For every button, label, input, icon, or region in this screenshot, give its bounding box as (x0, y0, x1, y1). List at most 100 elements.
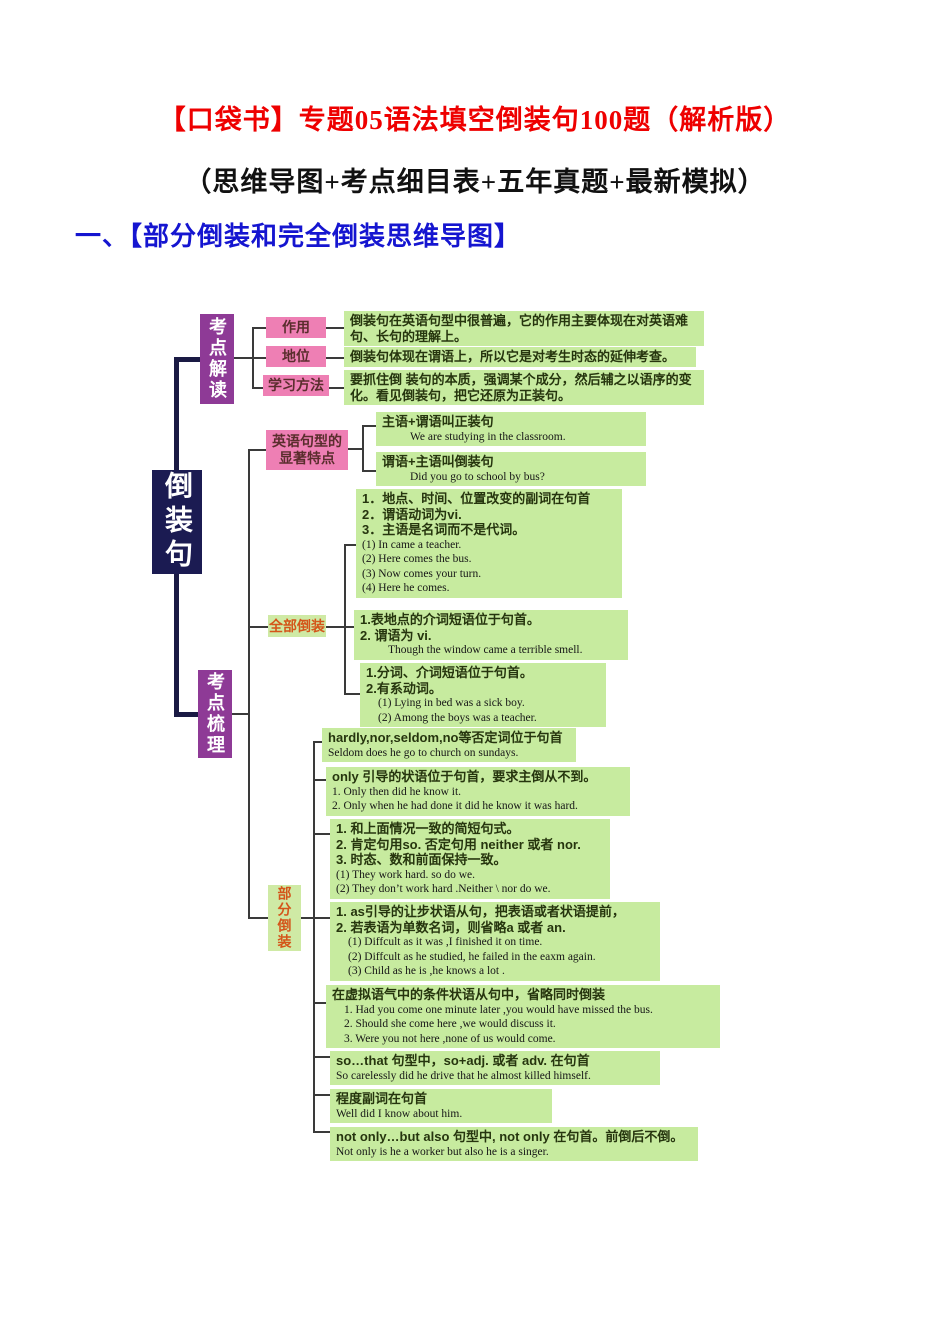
connector-line (313, 779, 326, 781)
green-box-full-inversion-participle: 1.分词、介词短语位于句首。 2.有系动词。 (1) Lying in bed … (360, 663, 606, 727)
text-line: (2) Among the boys was a teacher. (378, 711, 537, 724)
connector-line (174, 357, 179, 470)
green-box-degree-adverb: 程度副词在句首 Well did I know about him. (330, 1089, 552, 1123)
text-line: 在虚拟语气中的条件状语从句中，省略同时倒装 (332, 987, 606, 1002)
connector-line (248, 449, 250, 919)
text-line: 1.分词、介词短语位于句首。 (366, 665, 533, 680)
label-study-method: 学习方法 (263, 375, 329, 396)
text-line: (3) Child as he is ,he knows a lot . (348, 965, 505, 977)
text-line: only 引导的状语位于句首，要求主倒从不到。 (332, 769, 597, 784)
text-line: So carelessly did he drive that he almos… (336, 1069, 591, 1082)
connector-line (326, 626, 344, 628)
connector-line (232, 713, 248, 715)
green-box-function: 倒装句在英语句型中很普遍，它的作用主要体现在对英语难句、长句的理解上。 (344, 311, 704, 346)
connector-line (313, 741, 315, 1133)
connector-line (313, 1094, 330, 1096)
green-box-study-method: 要抓住倒 装句的本质，强调某个成分，然后辅之以语序的变化。看见倒装句，把它还原为… (344, 370, 704, 405)
text-line: 倒装句体现在谓语上，所以它是对考生时态的延伸考查。 (350, 349, 676, 364)
text-line: (1) Diffcult as it was ,I finished it on… (348, 936, 543, 948)
connector-line (326, 357, 344, 359)
connector-line (248, 449, 266, 451)
green-box-only: only 引导的状语位于句首，要求主倒从不到。 1. Only then did… (326, 767, 630, 816)
text-line: (1) Lying in bed was a sick boy. (378, 697, 525, 709)
label-sentence-features: 英语句型的显著特点 (266, 430, 348, 470)
connector-line (313, 741, 322, 743)
text-line: (1) They work hard. so do we. (336, 868, 476, 881)
text-line: 程度副词在句首 (336, 1091, 428, 1106)
text-line: (1) In came a teacher. (362, 538, 462, 551)
connector-line (326, 327, 344, 329)
text-line: Not only is he a worker but also he is a… (336, 1145, 549, 1158)
text-line: so…that 句型中，so+adj. 或者 adv. 在句首 (336, 1053, 590, 1068)
text-line: 2. 若表语为单数名词，则省略a 或者 an. (336, 919, 566, 935)
green-box-normal-order: 主语+谓语叫正装句 We are studying in the classro… (376, 412, 646, 446)
label-full-inversion: 全部倒装 (268, 615, 326, 637)
text-line: 1.表地点的介词短语位于句首。 (360, 612, 540, 627)
green-box-negative-words: hardly,nor,seldom,no等否定词位于句首 Seldom does… (322, 728, 576, 762)
connector-line (362, 425, 376, 427)
green-box-so-that: so…that 句型中，so+adj. 或者 adv. 在句首 So carel… (330, 1051, 660, 1085)
text-line: 2. 肯定句用so. 否定句用 neither 或者 nor. (336, 836, 581, 852)
page-subtitle: （思维导图+考点细目表+五年真题+最新模拟） (184, 167, 766, 197)
text-line: Did you go to school by bus? (410, 470, 545, 483)
green-box-subjunctive: 在虚拟语气中的条件状语从句中，省略同时倒装 1. Had you come on… (326, 985, 720, 1048)
section-heading: 一、【部分倒装和完全倒装思维导图】 (75, 221, 522, 251)
connector-line (313, 1131, 330, 1133)
text-line: (2) Diffcult as he studied, he failed in… (348, 950, 596, 963)
connector-line (174, 712, 198, 717)
green-box-so-neither: 1. 和上面情况一致的简短句式。 2. 肯定句用so. 否定句用 neither… (330, 819, 610, 899)
text-line: 谓语+主语叫倒装句 (382, 454, 494, 469)
text-line: 主语+谓语叫正装句 (382, 414, 494, 429)
connector-line (329, 387, 344, 389)
connector-line (252, 387, 263, 389)
root-node-inverted-sentence: 倒装句 (152, 470, 202, 574)
text-line: 倒装句在英语句型中很普遍，它的作用主要体现在对英语难句、长句的理解上。 (350, 313, 689, 344)
connector-line (174, 574, 179, 717)
text-line: 2．谓语动词为vi. (362, 506, 462, 522)
connector-line (248, 917, 268, 919)
text-line: 2. Should she come here ,we would discus… (344, 1018, 556, 1030)
green-box-full-inversion-prep: 1.表地点的介词短语位于句首。 2. 谓语为 vi. Though the wi… (354, 610, 628, 660)
text-line: (2) Here comes the bus. (362, 553, 472, 565)
connector-line (344, 544, 346, 694)
node-exam-points-review: 考点梳理 (198, 670, 232, 758)
text-line: Well did I know about him. (336, 1107, 463, 1120)
connector-line (362, 425, 364, 472)
text-line: 2.有系动词。 (366, 680, 442, 696)
connector-line (234, 357, 266, 359)
node-exam-points-analysis: 考点解读 (200, 314, 234, 404)
connector-line (313, 1002, 326, 1004)
green-box-as-clause: 1. as引导的让步状语从句，把表语或者状语提前， 2. 若表语为单数名词，则省… (330, 902, 660, 981)
text-line: 1. as引导的让步状语从句，把表语或者状语提前， (336, 904, 625, 919)
green-box-full-inversion-adverb: 1．地点、时间、位置改变的副词在句首 2．谓语动词为vi. 3．主语是名词而不是… (356, 489, 622, 598)
text-line: Though the window came a terrible smell. (388, 644, 583, 656)
text-line: 1．地点、时间、位置改变的副词在句首 (362, 491, 591, 506)
text-line: hardly,nor,seldom,no等否定词位于句首 (328, 730, 563, 745)
text-line: We are studying in the classroom. (410, 430, 566, 443)
connector-line (313, 1056, 330, 1058)
label-status: 地位 (266, 346, 326, 367)
connector-line (313, 833, 330, 835)
text-line: 1. 和上面情况一致的简短句式。 (336, 821, 520, 836)
connector-line (344, 693, 360, 695)
page-title: 【口袋书】专题05语法填空倒装句100题（解析版） (158, 105, 792, 135)
green-box-inverted-order: 谓语+主语叫倒装句 Did you go to school by bus? (376, 452, 646, 486)
text-line: 1. Had you come one minute later ,you wo… (344, 1003, 653, 1016)
text-line: not only…but also 句型中, not only 在句首。前倒后不… (336, 1129, 684, 1144)
connector-line (362, 470, 376, 472)
connector-line (252, 327, 254, 389)
connector-line (252, 327, 266, 329)
text-line: 要抓住倒 装句的本质，强调某个成分，然后辅之以语序的变化。看见倒装句，把它还原为… (350, 372, 692, 403)
label-partial-inversion: 部分倒装 (268, 885, 301, 951)
text-line: (3) Now comes your turn. (362, 567, 482, 580)
text-line: 2. 谓语为 vi. (360, 627, 432, 643)
connector-line (344, 626, 354, 628)
label-function: 作用 (266, 317, 326, 338)
connector-line (248, 626, 268, 628)
green-box-not-only: not only…but also 句型中, not only 在句首。前倒后不… (330, 1127, 698, 1161)
text-line: 3．主语是名词而不是代词。 (362, 522, 526, 537)
text-line: (4) Here he comes. (362, 582, 450, 594)
text-line: 3. 时态、数和前面保持一致。 (336, 852, 507, 867)
text-line: 2. Only when he had done it did he know … (332, 800, 578, 812)
